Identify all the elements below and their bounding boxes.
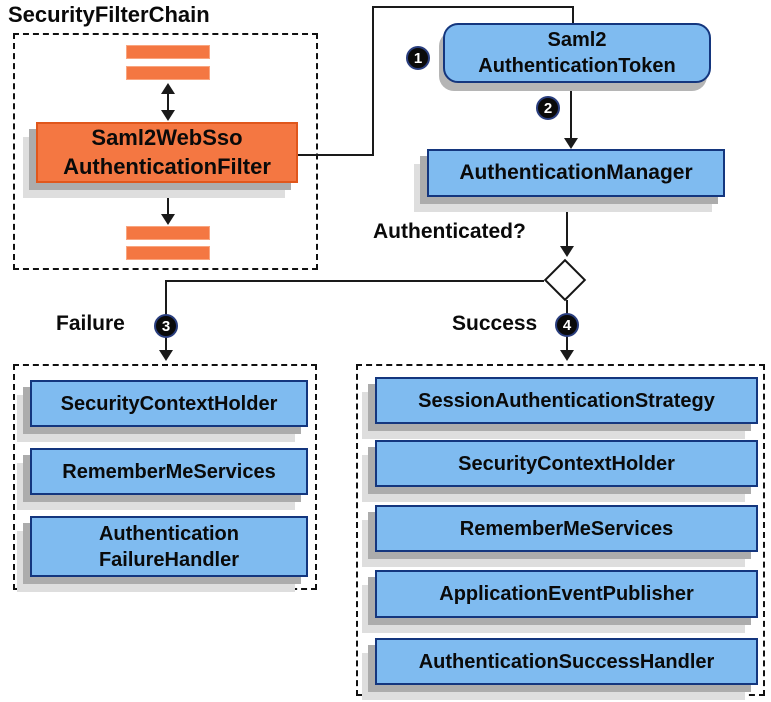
double-arrow-up-icon [161,187,175,198]
double-arrow-down-icon [161,214,175,225]
success-label: Success [452,312,538,335]
filter-stack-bar [126,246,210,260]
token-to-manager-arrowhead-icon [564,138,578,149]
token-node-label-line2: AuthenticationToken [478,55,676,77]
connector-filter-to-token-line [572,6,574,25]
security-context-holder-node: SecurityContextHolder [375,440,758,487]
step-4-badge: 4 [555,313,579,337]
connector-filter-to-token-line [372,6,374,156]
double-arrow-down-icon [161,110,175,121]
double-arrow-line [167,92,169,112]
remember-me-services-node: RememberMeServices [30,448,308,495]
authentication-manager-node: AuthenticationManager [427,149,725,197]
token-node-label-line1: Saml2 [547,29,607,51]
authentication-success-handler-node: AuthenticationSuccessHandler [375,638,758,685]
connector-token-to-manager-line [570,83,572,140]
failure-branch-line [166,280,544,282]
step-2-badge: 2 [536,96,560,120]
failure-arrowhead-icon [159,350,173,361]
failure-label: Failure [56,312,125,335]
saml2-authentication-token-node: Saml2 AuthenticationToken [443,23,711,83]
step-1-badge: 1 [406,46,430,70]
security-filter-chain-title: SecurityFilterChain [8,2,210,27]
session-authentication-strategy-node: SessionAuthenticationStrategy [375,377,758,424]
saml2-web-sso-authentication-filter-node: Saml2WebSso AuthenticationFilter [36,122,298,183]
double-arrow-line [167,196,169,216]
connector-filter-to-token-line [372,6,574,8]
authenticated-question-label: Authenticated? [373,220,526,243]
remember-me-services-node: RememberMeServices [375,505,758,552]
filter-node-label-line1: Saml2WebSso [91,124,243,150]
security-filter-chain-container [13,33,318,270]
manager-to-diamond-arrowhead-icon [560,246,574,257]
success-arrowhead-icon [560,350,574,361]
filter-stack-bar [126,226,210,240]
connector-filter-to-token-line [298,154,374,156]
success-handlers-container [356,364,765,696]
filter-stack-bar [126,45,210,59]
step-3-badge: 3 [154,314,178,338]
application-event-publisher-node: ApplicationEventPublisher [375,570,758,618]
filter-node-label-line2: AuthenticationFilter [63,153,271,179]
connector-manager-to-diamond-line [566,197,568,247]
filter-stack-bar [126,66,210,80]
authenticated-decision-diamond [543,258,587,302]
authentication-failure-handler-node: Authentication FailureHandler [30,516,308,577]
double-arrow-up-icon [161,83,175,94]
failure-handlers-container [13,364,317,590]
security-context-holder-node: SecurityContextHolder [30,380,308,427]
